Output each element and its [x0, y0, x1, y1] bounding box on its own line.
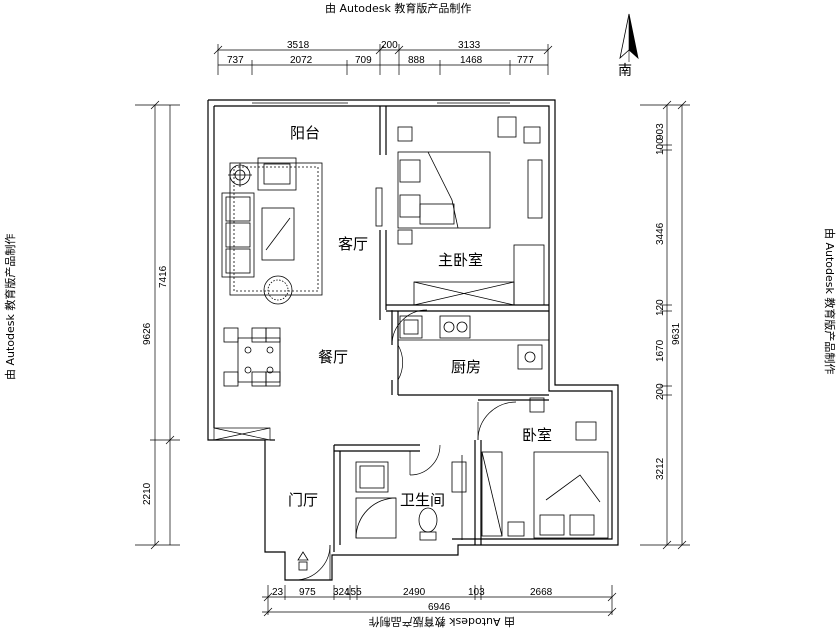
watermark-bottom: 由 Autodesk 教育版产品制作: [369, 615, 515, 629]
dim-bottom-detail-1: 23: [272, 587, 284, 598]
compass-label: 南: [618, 63, 632, 79]
bathroom-fixtures: [355, 455, 467, 541]
room-label-dining: 餐厅: [318, 348, 348, 366]
watermark-right: 由 Autodesk 教育版产品制作: [823, 228, 837, 374]
living-room-furniture: [221, 157, 383, 305]
dim-left-detail-2: 2210: [142, 482, 153, 505]
dining-table: [223, 327, 281, 387]
dim-top-detail-4: 888: [408, 55, 425, 66]
dim-left-detail-1: 7416: [158, 265, 169, 288]
bottom-dimension-lines: [262, 585, 617, 617]
dim-bottom-detail-3: 324: [333, 587, 350, 598]
bedroom-bed: [481, 397, 609, 539]
watermark-left: 由 Autodesk 教育版产品制作: [3, 234, 17, 380]
dim-top-overall-3: 3133: [458, 40, 481, 51]
dim-top-detail-1: 737: [227, 55, 244, 66]
room-label-living: 客厅: [338, 235, 368, 253]
dim-top-detail-6: 777: [517, 55, 534, 66]
north-arrow-icon: [619, 13, 639, 62]
dim-bottom-detail-7: 2668: [530, 587, 553, 598]
dim-right-detail-1: 903: [655, 123, 666, 140]
master-bed: [397, 116, 545, 306]
dim-bottom-detail-4: 155: [345, 587, 362, 598]
dim-top-overall-2: 200: [381, 40, 398, 51]
left-dimension-lines: [135, 100, 180, 550]
dim-right-overall: 9631: [671, 322, 682, 345]
dim-bottom-detail-5: 2490: [403, 587, 426, 598]
dim-top-detail-2: 2072: [290, 55, 313, 66]
dim-bottom-detail-6: 103: [468, 587, 485, 598]
room-label-bathroom: 卫生间: [400, 491, 445, 509]
room-label-bedroom: 卧室: [522, 426, 552, 444]
top-dimension-lines: [213, 44, 553, 75]
walls: [207, 99, 619, 581]
dim-top-overall-1: 3518: [287, 40, 310, 51]
right-dimension-lines: [640, 100, 690, 550]
dim-right-detail-7: 3212: [655, 457, 666, 480]
dim-top-detail-5: 1468: [460, 55, 483, 66]
dim-right-detail-3: 3446: [655, 222, 666, 245]
room-label-kitchen: 厨房: [451, 358, 481, 376]
watermark-top: 由 Autodesk 教育版产品制作: [325, 1, 471, 15]
kitchen-fixtures: [398, 315, 549, 370]
doors: [294, 309, 517, 581]
dim-right-detail-6: 200: [655, 383, 666, 400]
room-label-balcony: 阳台: [290, 124, 320, 142]
dim-bottom-overall: 6946: [428, 602, 451, 613]
entrance-marker-icon: [297, 551, 309, 571]
dim-right-detail-4: 120: [655, 299, 666, 316]
dim-right-detail-2: 100: [655, 138, 666, 155]
dim-top-detail-3: 709: [355, 55, 372, 66]
room-label-master-bedroom: 主卧室: [438, 251, 483, 269]
room-label-foyer: 门厅: [288, 491, 318, 509]
dim-left-overall: 9626: [142, 322, 153, 345]
dim-bottom-detail-2: 975: [299, 587, 316, 598]
dim-right-detail-5: 1670: [655, 339, 666, 362]
